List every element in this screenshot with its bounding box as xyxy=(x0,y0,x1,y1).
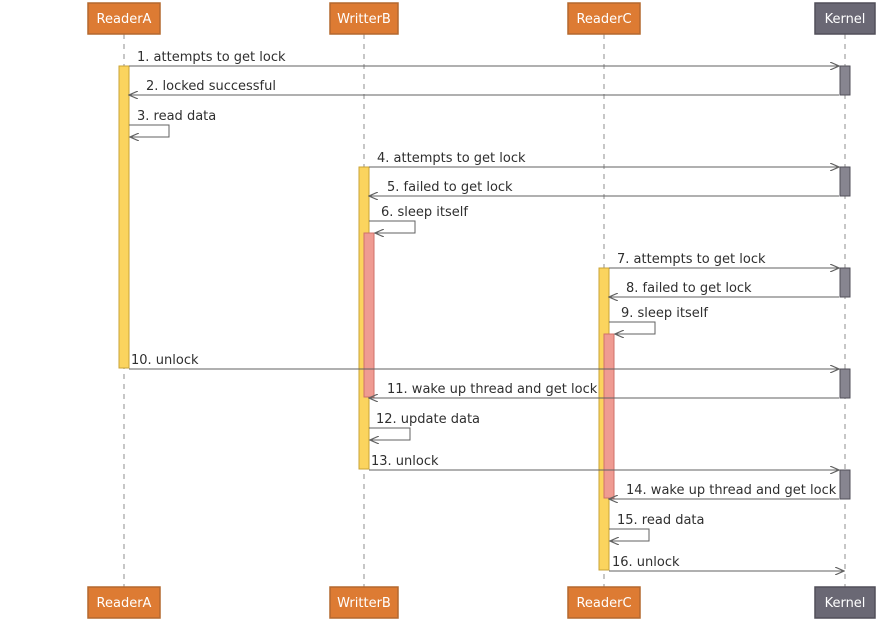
actor-box-writerB-top: WritterB xyxy=(329,2,399,35)
actor-box xyxy=(329,586,399,619)
message-15: 15. read data xyxy=(609,513,705,541)
kernel-activation-bar xyxy=(839,166,851,197)
message-13: 13. unlock xyxy=(369,454,839,470)
message-14: 14. wake up thread and get lock xyxy=(609,483,839,499)
kernel-activation-bar xyxy=(839,267,851,298)
message-1: 1. attempts to get lock xyxy=(129,50,839,66)
message-label: 7. attempts to get lock xyxy=(617,252,766,267)
self-message-arrow xyxy=(609,321,656,334)
message-label: 3. read data xyxy=(137,109,216,124)
message-8: 8. failed to get lock xyxy=(609,281,839,297)
sleep-bar-writerB xyxy=(363,232,375,398)
message-label: 13. unlock xyxy=(371,454,439,469)
message-4: 4. attempts to get lock xyxy=(369,151,839,167)
actor-box xyxy=(814,2,876,35)
actor-box-kernel-bottom: Kernel xyxy=(814,586,876,619)
actor-label: ReaderA xyxy=(97,12,152,27)
message-5: 5. failed to get lock xyxy=(369,180,839,196)
message-11: 11. wake up thread and get lock xyxy=(369,382,839,398)
actor-box-kernel-top: Kernel xyxy=(814,2,876,35)
actor-label: Kernel xyxy=(825,12,866,27)
message-16: 16. unlock xyxy=(609,555,844,571)
actor-box-readerC-bottom: ReaderC xyxy=(567,586,641,619)
message-label: 4. attempts to get lock xyxy=(377,151,526,166)
actor-box xyxy=(329,2,399,35)
kernel-activation-bar xyxy=(839,368,851,399)
actor-label: ReaderC xyxy=(576,12,631,27)
message-label: 1. attempts to get lock xyxy=(137,50,286,65)
message-6: 6. sleep itself xyxy=(369,205,468,233)
kernel-activation-bar xyxy=(839,469,851,500)
message-label: 10. unlock xyxy=(131,353,199,368)
message-label: 15. read data xyxy=(617,513,705,528)
message-label: 8. failed to get lock xyxy=(626,281,752,296)
message-label: 11. wake up thread and get lock xyxy=(387,382,598,397)
self-message-arrow xyxy=(609,528,650,541)
message-12: 12. update data xyxy=(369,412,480,440)
message-3: 3. read data xyxy=(129,109,216,137)
actor-box-readerC-top: ReaderC xyxy=(567,2,641,35)
actor-label: ReaderA xyxy=(97,596,152,611)
actor-box xyxy=(567,586,641,619)
message-label: 16. unlock xyxy=(612,555,680,570)
self-message-arrow xyxy=(129,124,170,137)
message-label: 9. sleep itself xyxy=(621,306,708,321)
self-message-arrow xyxy=(369,220,416,233)
message-label: 12. update data xyxy=(376,412,480,427)
actor-box xyxy=(567,2,641,35)
actor-label: WritterB xyxy=(337,12,391,27)
message-7: 7. attempts to get lock xyxy=(609,252,839,268)
actor-box xyxy=(814,586,876,619)
message-label: 6. sleep itself xyxy=(381,205,468,220)
kernel-activation-bar xyxy=(839,65,851,96)
message-2: 2. locked successful xyxy=(129,79,839,95)
actor-box-writerB-bottom: WritterB xyxy=(329,586,399,619)
message-label: 14. wake up thread and get lock xyxy=(626,483,837,498)
message-10: 10. unlock xyxy=(129,353,839,369)
actor-box-readerA-bottom: ReaderA xyxy=(87,586,161,619)
message-9: 9. sleep itself xyxy=(609,306,708,334)
activation-bar-readerA xyxy=(118,65,130,369)
actor-label: WritterB xyxy=(337,596,391,611)
actor-box xyxy=(87,2,161,35)
actor-box xyxy=(87,586,161,619)
actor-label: ReaderC xyxy=(576,596,631,611)
actor-box-readerA-top: ReaderA xyxy=(87,2,161,35)
self-message-arrow xyxy=(369,427,411,440)
sleep-bar-readerC xyxy=(603,333,615,499)
actor-label: Kernel xyxy=(825,596,866,611)
message-label: 5. failed to get lock xyxy=(387,180,513,195)
message-label: 2. locked successful xyxy=(146,79,276,94)
